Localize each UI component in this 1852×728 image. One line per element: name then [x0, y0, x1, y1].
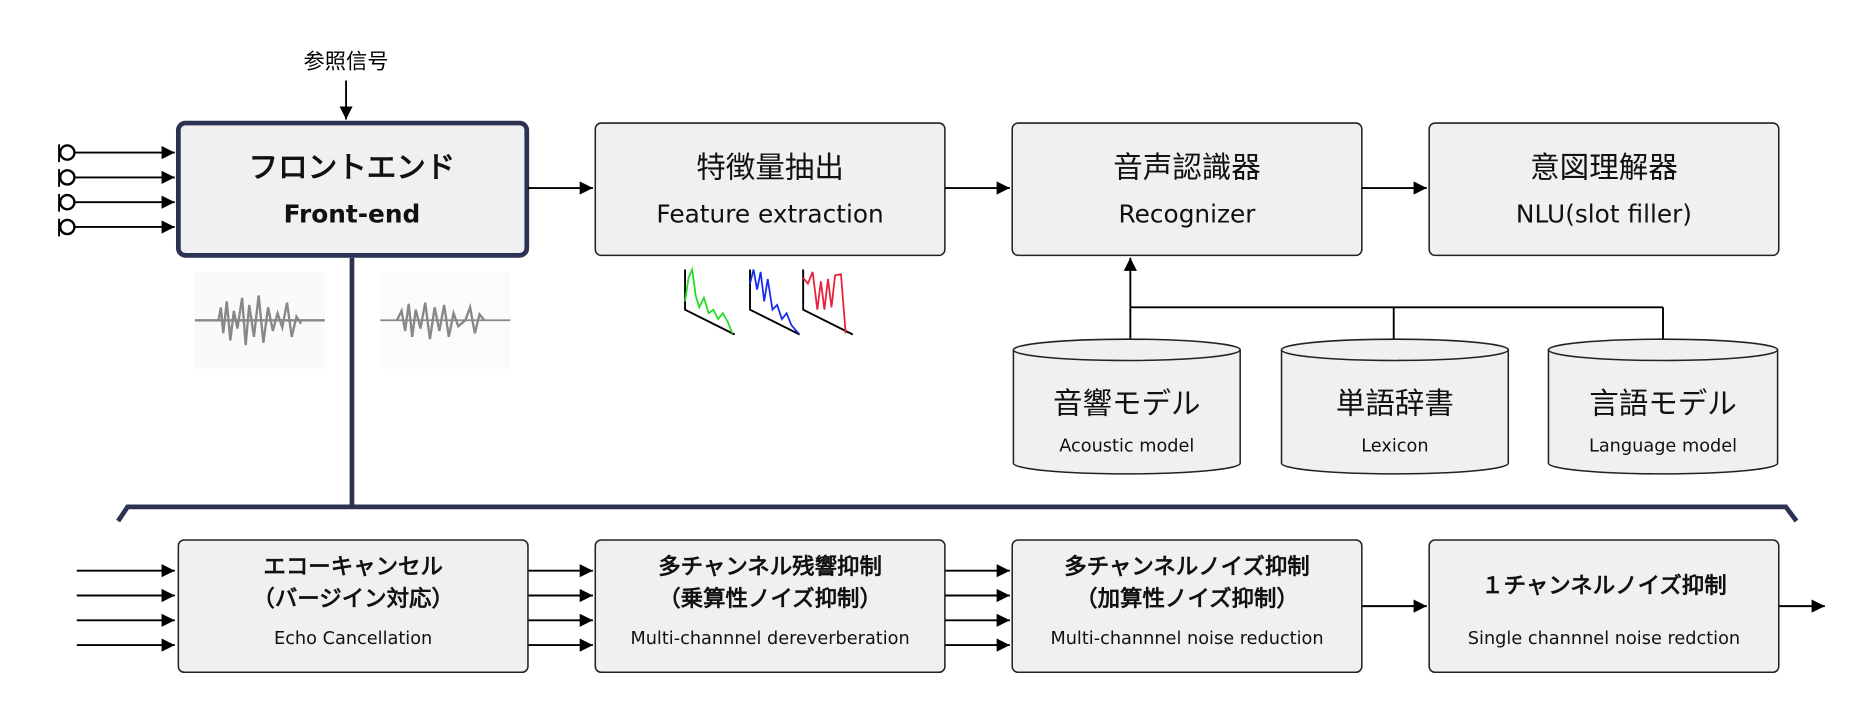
- mc-noise-title-jp: 多チャンネルノイズ抑制: [1064, 553, 1309, 580]
- nlu-title-en: NLU(slot filler): [1516, 199, 1692, 228]
- frontend-detail-bracket: [116, 257, 1799, 523]
- waveform-image: [194, 271, 325, 369]
- frontend-block: フロントエンド Front-end: [175, 120, 530, 258]
- dereverberation-block: 多チャンネル残響抑制 （乗算性ノイズ抑制） Multi-channnel der…: [594, 539, 946, 674]
- multichannel-noise-reduction-block: 多チャンネルノイズ抑制 （加算性ノイズ抑制） Multi-channnel no…: [1011, 539, 1363, 674]
- microphone-icon: [58, 144, 175, 163]
- spectrum-image: [684, 266, 854, 336]
- echo-subtitle-jp: （バージイン対応）: [252, 585, 453, 612]
- echo-cancellation-block: エコーキャンセル （バージイン対応） Echo Cancellation: [177, 539, 529, 674]
- dereverb-subtitle-jp: （乗算性ノイズ抑制）: [658, 585, 882, 612]
- acoustic-model-en: Acoustic model: [1059, 436, 1194, 456]
- feature-title-en: Feature extraction: [656, 199, 883, 228]
- acoustic-model-jp: 音響モデル: [1053, 387, 1201, 421]
- recognizer-title-jp: 音声認識器: [1113, 150, 1261, 184]
- feature-extraction-block: 特徴量抽出 Feature extraction: [594, 122, 946, 257]
- microphone-icon: [58, 193, 175, 212]
- nlu-block: 意図理解器 NLU(slot filler): [1428, 122, 1780, 257]
- feature-title-jp: 特徴量抽出: [696, 150, 844, 184]
- mc-noise-title-en: Multi-channnel noise reduction: [1050, 629, 1323, 649]
- recognizer-block: 音声認識器 Recognizer: [1011, 122, 1363, 257]
- echo-title-jp: エコーキャンセル: [263, 554, 443, 580]
- echo-title-en: Echo Cancellation: [274, 629, 432, 649]
- database-acoustic-model: 音響モデル Acoustic model: [1012, 338, 1241, 475]
- lexicon-jp: 単語辞書: [1336, 387, 1454, 421]
- signal-arrows: [76, 564, 1825, 652]
- microphone-icon: [58, 218, 175, 237]
- lexicon-en: Lexicon: [1361, 436, 1428, 456]
- dereverb-title-en: Multi-channnel dereverberation: [630, 629, 909, 649]
- database-lexicon: 単語辞書 Lexicon: [1280, 338, 1510, 475]
- nlu-title-jp: 意図理解器: [1530, 150, 1678, 184]
- single-channel-noise-reduction-block: １チャンネルノイズ抑制 Single channnel noise redcti…: [1428, 539, 1780, 674]
- recognizer-title-en: Recognizer: [1119, 199, 1257, 228]
- frontend-title-en: Front-end: [284, 199, 421, 228]
- language-model-en: Language model: [1589, 436, 1737, 456]
- mc-noise-subtitle-jp: （加算性ノイズ抑制）: [1075, 585, 1299, 612]
- waveform-image: [380, 271, 511, 369]
- database-language-model: 言語モデル Language model: [1547, 338, 1779, 475]
- frontend-title-jp: フロントエンド: [249, 150, 456, 184]
- sc-noise-title-en: Single channnel noise redction: [1468, 629, 1740, 649]
- microphone-icon: [58, 169, 175, 187]
- microphone-inputs: [58, 144, 175, 237]
- dereverb-title-jp: 多チャンネル残響抑制: [658, 553, 882, 580]
- sc-noise-title-jp: １チャンネルノイズ抑制: [1481, 572, 1726, 599]
- language-model-jp: 言語モデル: [1589, 387, 1737, 421]
- reference-signal-label: 参照信号: [304, 50, 389, 75]
